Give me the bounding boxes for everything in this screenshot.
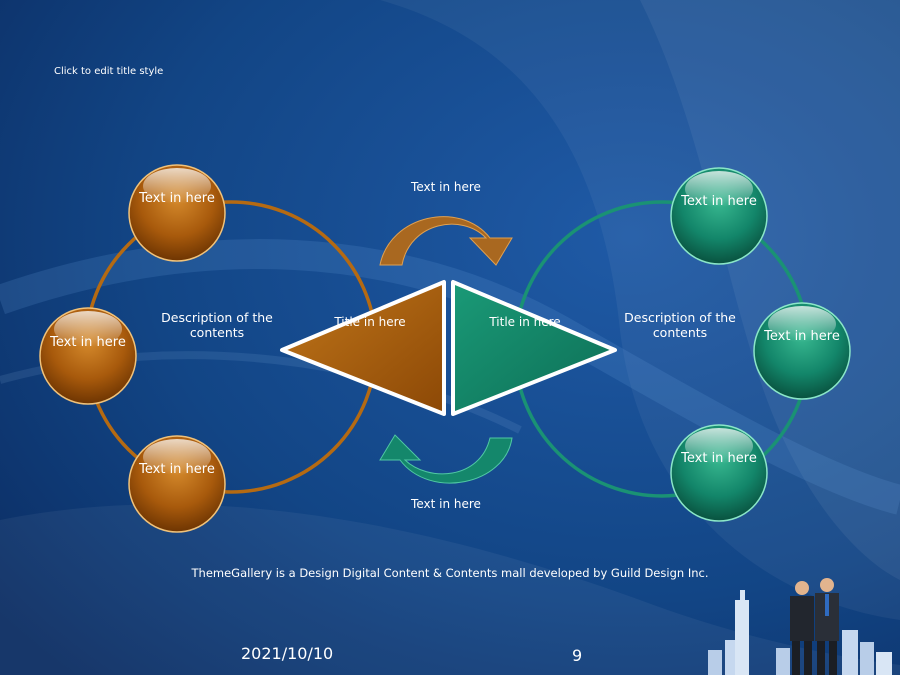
right-orb-top (670, 167, 768, 265)
left-triangle (280, 280, 446, 416)
business-people-illustration (708, 578, 892, 675)
left-circle-top-label: Text in here (139, 191, 215, 206)
right-triangle-title: Title in here (489, 315, 561, 329)
right-orb-bottom (670, 424, 768, 522)
left-description: Description of the contents (161, 310, 273, 340)
top-curved-arrow (379, 216, 513, 266)
top-arrow-label: Text in here (411, 180, 481, 194)
slide-date: 2021/10/10 (241, 644, 334, 663)
left-circle-middle-label: Text in here (50, 335, 126, 350)
footer-text: ThemeGallery is a Design Digital Content… (191, 566, 709, 580)
right-triangle (451, 280, 617, 416)
right-circle-middle-label: Text in here (764, 329, 840, 344)
slide-title[interactable]: Click to edit title style (54, 66, 164, 77)
left-orb-bottom (128, 435, 226, 533)
bottom-curved-arrow (379, 434, 513, 484)
right-description: Description of the contents (624, 310, 736, 340)
right-circle-bottom-label: Text in here (681, 451, 757, 466)
left-circle-bottom-label: Text in here (139, 462, 215, 477)
right-circle-top-label: Text in here (681, 194, 757, 209)
left-orb-top (128, 164, 226, 262)
left-orb-middle (39, 307, 137, 405)
right-orb-middle (753, 302, 851, 400)
bottom-arrow-label: Text in here (411, 497, 481, 511)
left-triangle-title: Title in here (334, 315, 406, 329)
page-number: 9 (572, 646, 583, 665)
